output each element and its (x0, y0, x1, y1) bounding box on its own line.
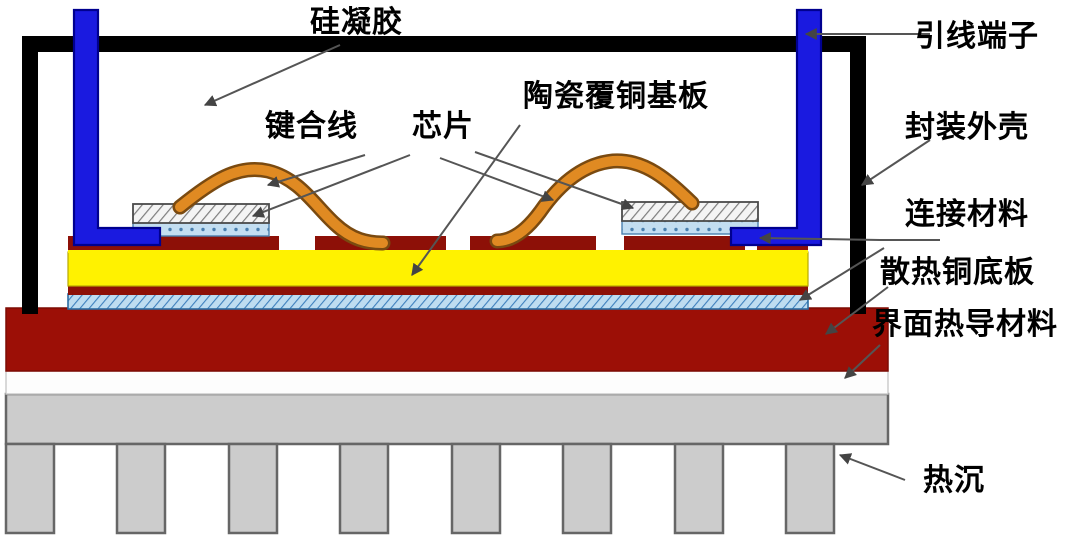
dbc-ceramic-layer (67, 251, 809, 287)
label-housing: 封装外壳 (905, 111, 1029, 144)
leader-lines (203, 28, 931, 481)
label-joining-material: 连接材料 (905, 198, 1029, 231)
joining-material-layer (67, 293, 809, 310)
label-copper-baseplate: 散热铜底板 (880, 256, 1035, 289)
leader-chip (251, 154, 411, 218)
leader-stubs (880, 33, 940, 241)
leader-chip-right (474, 151, 635, 211)
leader-bond-wire (266, 154, 366, 188)
package-housing (22, 36, 866, 314)
label-heat-sink: 热沉 (923, 464, 985, 497)
leader-silicone-gel (203, 44, 341, 107)
dbc-substrate-group (67, 235, 809, 310)
thermal-interface-material-layer (5, 370, 889, 395)
lead-terminal-left[interactable] (72, 8, 162, 247)
leader-tim (844, 344, 881, 379)
label-silicone-gel: 硅凝胶 (310, 6, 403, 39)
label-bond-wire: 键合线 (265, 110, 358, 143)
label-chip: 芯片 (412, 110, 474, 143)
heat-sink-fins (4, 442, 836, 535)
leader-housing (860, 139, 931, 186)
lead-terminal-right[interactable] (729, 8, 823, 247)
leader-joining-material-2 (798, 247, 885, 301)
dbc-bottom-copper (68, 285, 808, 295)
dbc-top-copper-gaps (279, 235, 757, 253)
heat-sink-group (4, 392, 890, 535)
leader-joining-material (758, 232, 881, 245)
heat-sink-base (4, 392, 890, 446)
leader-baseplate (825, 286, 889, 335)
leader-heat-sink (838, 453, 906, 481)
copper-baseplate-layer (5, 307, 889, 372)
label-tim: 界面热导材料 (872, 308, 1058, 341)
leader-bond-wire-right (439, 157, 555, 202)
label-lead-terminal: 引线端子 (915, 20, 1039, 53)
leader-dbc (411, 124, 521, 276)
chip-left-group (132, 203, 270, 237)
label-dbc-substrate: 陶瓷覆铜基板 (523, 80, 709, 113)
chip-left-body (132, 203, 270, 224)
